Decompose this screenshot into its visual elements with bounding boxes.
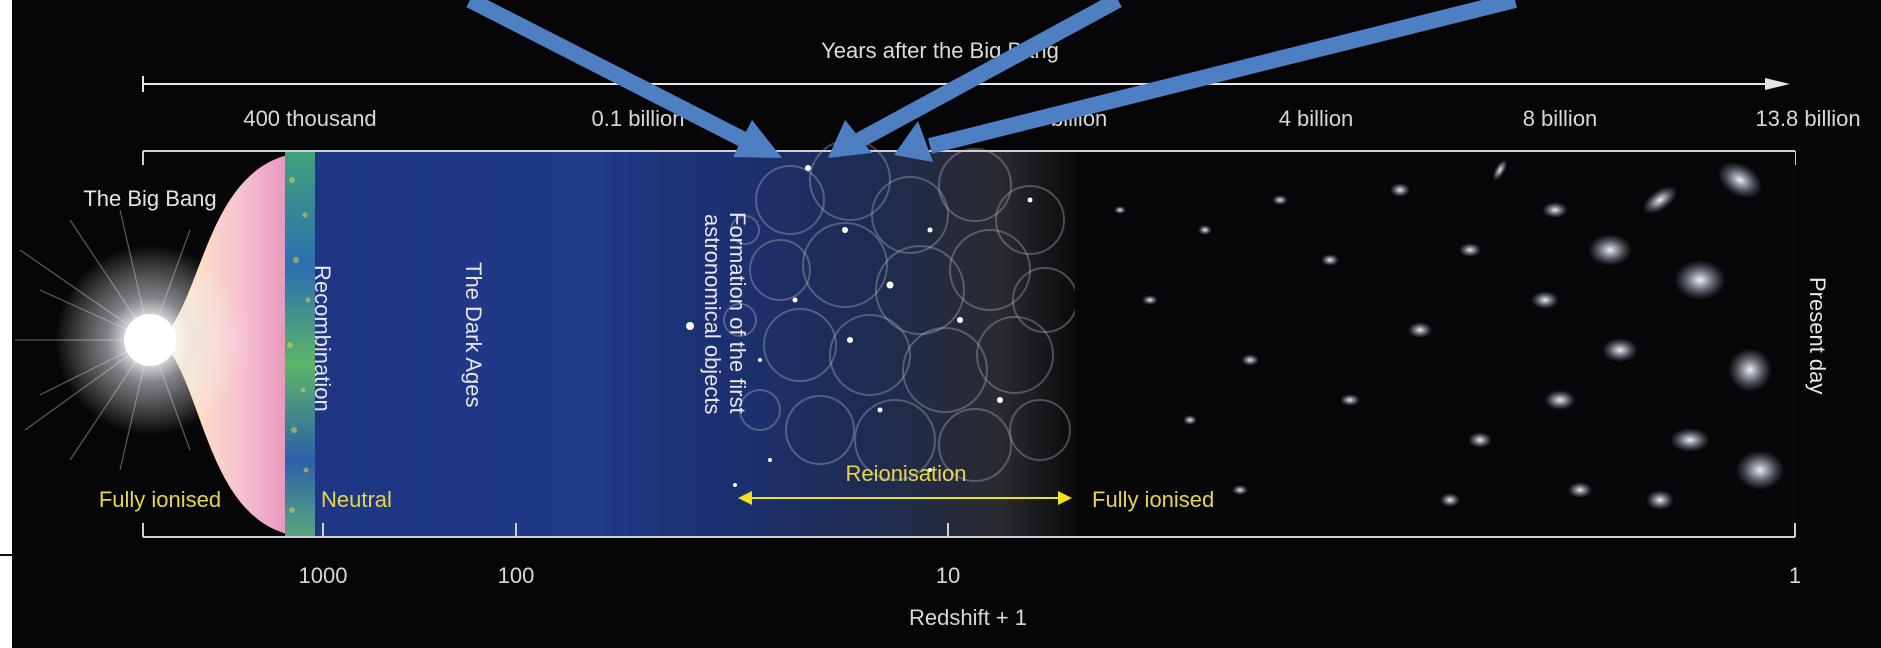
reionisation-region xyxy=(700,152,1075,537)
bottom-tick-label: 10 xyxy=(936,563,960,588)
top-tick-label: 4 billion xyxy=(1279,106,1354,131)
fully-ionised-right-label: Fully ionised xyxy=(1092,487,1214,512)
bottom-axis-title: Redshift + 1 xyxy=(909,605,1027,630)
top-tick-label: 8 billion xyxy=(1523,106,1598,131)
first-objects-label-line2: astronomical objects xyxy=(700,214,725,415)
dark-ages-label: The Dark Ages xyxy=(461,262,486,408)
first-objects-label-line1: Formation of the first xyxy=(725,212,750,414)
cmb-speckle xyxy=(287,177,311,513)
reionisation-label: Reionisation xyxy=(845,461,966,486)
annotation-arrowhead-1 xyxy=(733,120,782,158)
bottom-frame xyxy=(142,523,1796,538)
fully-ionised-left-label: Fully ionised xyxy=(99,487,221,512)
top-axis-arrowhead xyxy=(1765,78,1790,90)
annotation-arrowhead-2 xyxy=(828,120,872,158)
bottom-tick-label: 1 xyxy=(1789,563,1801,588)
top-tick-label: 13.8 billion xyxy=(1755,106,1860,131)
annotation-arrowhead-3 xyxy=(894,121,933,162)
annotation-arrow-1 xyxy=(466,0,752,150)
left-margin xyxy=(0,0,12,648)
first-stars xyxy=(686,165,1033,487)
galaxies-region xyxy=(1075,152,1795,537)
annotation-arrows xyxy=(466,0,1517,154)
annotation-arrowheads xyxy=(733,120,933,162)
neutral-label: Neutral xyxy=(321,487,392,512)
bottom-axis-ticks: 1000 100 10 1 xyxy=(299,563,1802,588)
big-bang-core xyxy=(124,314,176,366)
bottom-tick-label: 100 xyxy=(498,563,535,588)
dark-ages-region xyxy=(310,152,720,537)
present-day-label: Present day xyxy=(1805,277,1830,394)
big-bang-label: The Big Bang xyxy=(83,186,216,211)
recombination-label: Recombination xyxy=(310,265,335,412)
top-tick-label: 400 thousand xyxy=(243,106,376,131)
reionisation-arrow xyxy=(738,491,1072,505)
galaxies xyxy=(1114,159,1784,510)
bottom-tick-label: 1000 xyxy=(299,563,348,588)
annotation-arrow-3 xyxy=(928,0,1517,154)
annotation-arrow-2 xyxy=(856,0,1122,148)
